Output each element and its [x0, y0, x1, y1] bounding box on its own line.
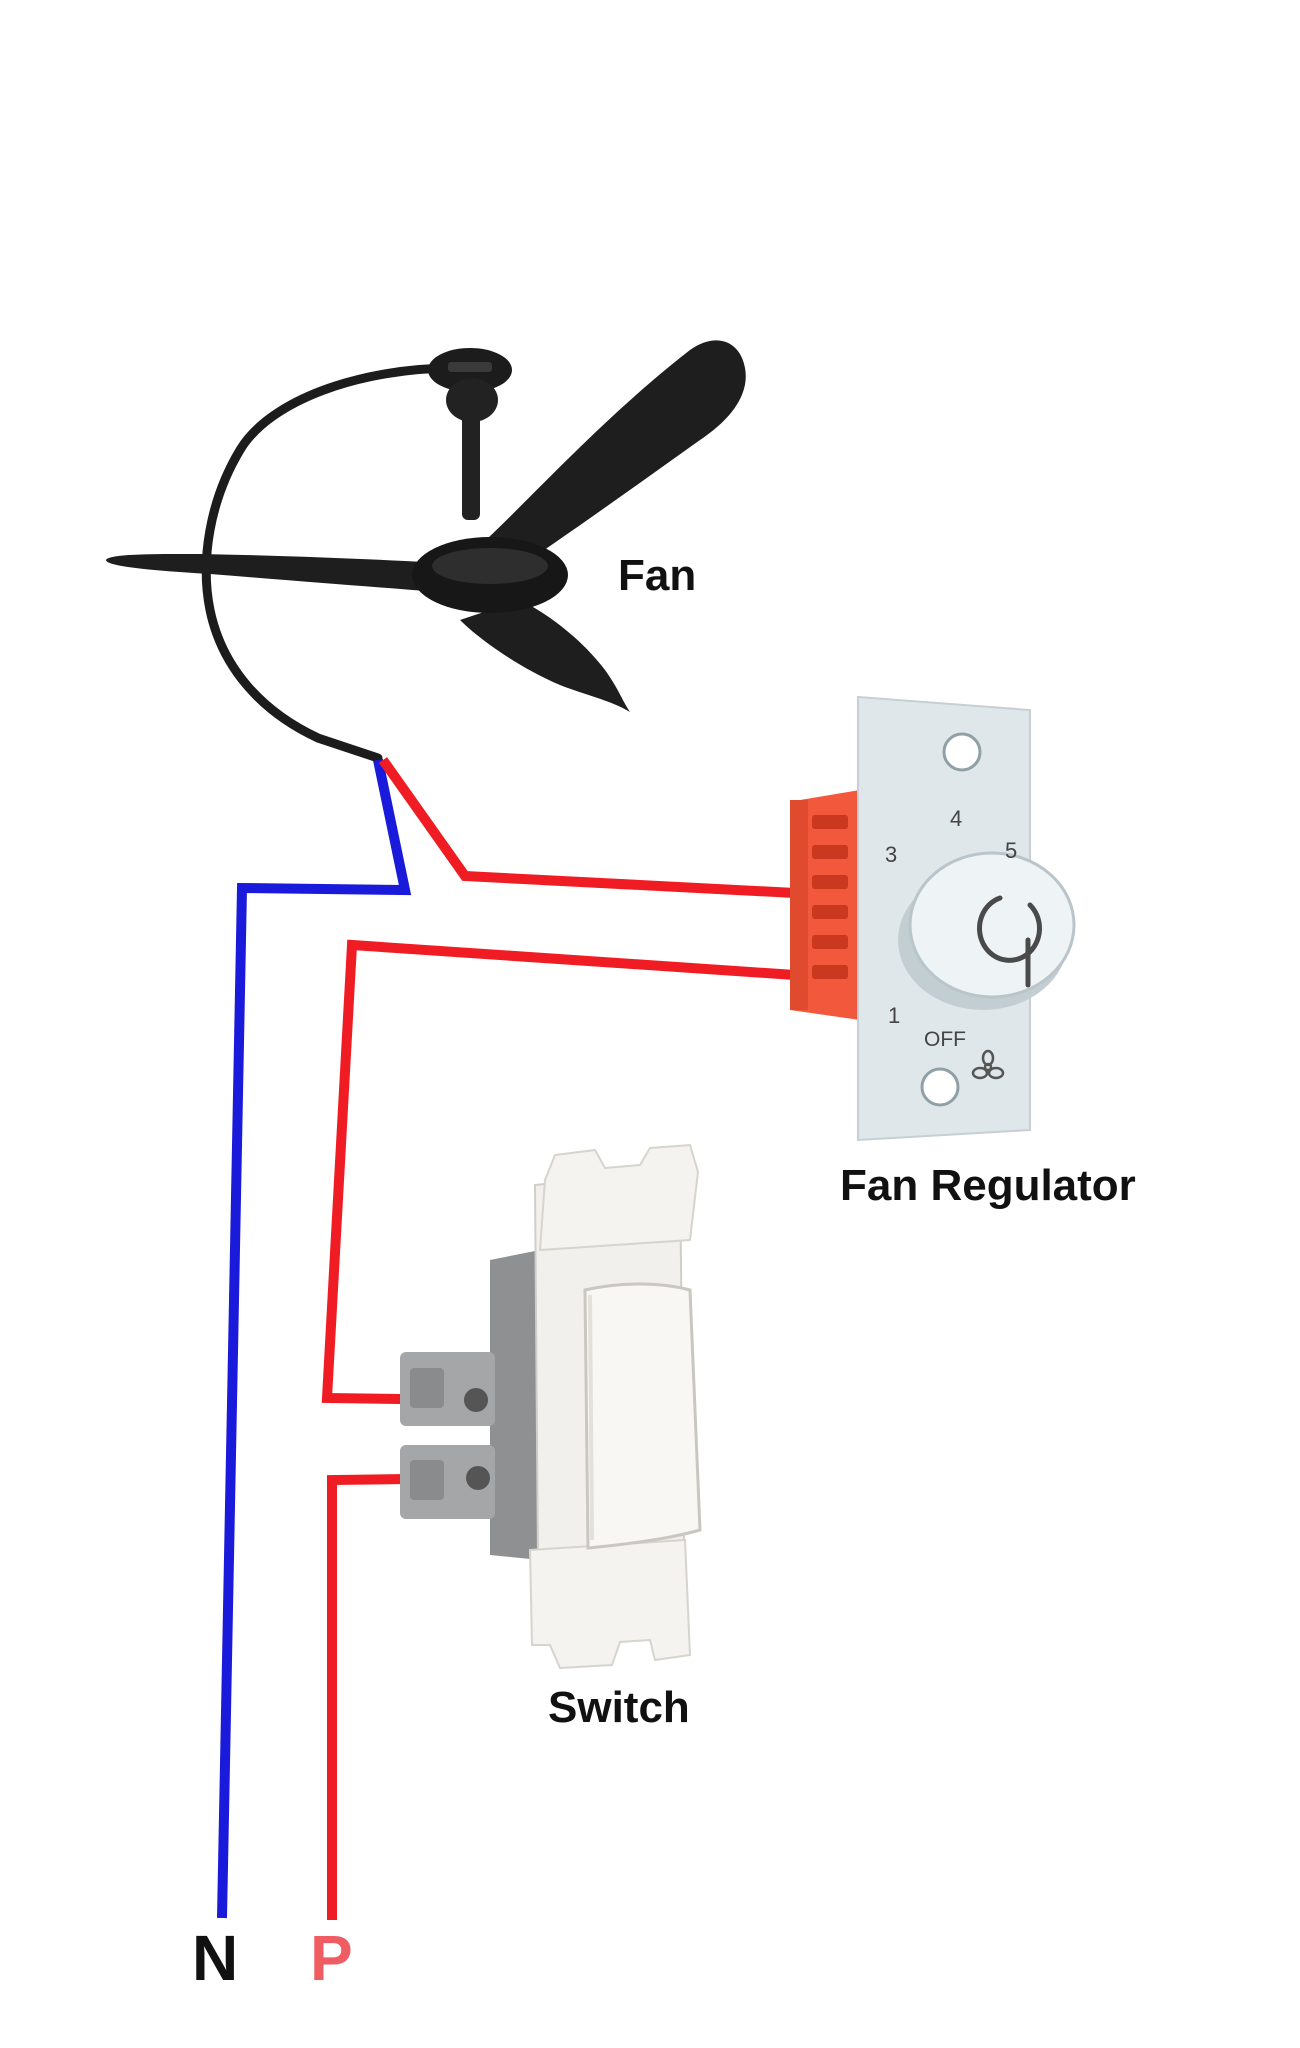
- regulator-label: Fan Regulator: [840, 1161, 1136, 1210]
- regulator-knob[interactable]: [908, 851, 1076, 999]
- switch-label: Switch: [548, 1683, 690, 1732]
- switch-rocker[interactable]: [583, 1282, 702, 1550]
- switch-housing: [490, 1250, 540, 1560]
- switch-clip-top: [538, 1143, 700, 1252]
- regulator-mark-1: 1: [888, 1003, 900, 1028]
- switch-clip-bottom: [528, 1538, 692, 1670]
- regulator-mark-4: 4: [950, 806, 962, 831]
- regulator-screw-top: [942, 732, 982, 772]
- power-icon: [977, 895, 1042, 963]
- phase-label: P: [310, 1922, 353, 1994]
- regulator-mark-5: 5: [1005, 838, 1017, 863]
- phase-wire-supply-to-switch: [327, 1473, 479, 1920]
- switch: [400, 1143, 702, 1670]
- fan-blade-left: [106, 553, 480, 595]
- fan-icon: [971, 1049, 1005, 1080]
- fan-regulator: 1 3 4 5 OFF: [790, 695, 1076, 1142]
- fan-downrod: [462, 410, 480, 520]
- fan-blade-bottom: [460, 600, 630, 712]
- neutral-wire: [217, 758, 412, 1919]
- phase-wire-fan-to-regulator: [378, 757, 796, 898]
- ceiling-fan: [106, 340, 746, 763]
- fan-cable: [201, 363, 460, 763]
- regulator-screw-bottom: [920, 1067, 960, 1107]
- regulator-mark-off: OFF: [924, 1028, 966, 1051]
- regulator-mark-3: 3: [885, 842, 897, 867]
- fan-blade-right: [470, 340, 746, 580]
- neutral-label: N: [192, 1922, 238, 1994]
- fan-label: Fan: [618, 551, 696, 600]
